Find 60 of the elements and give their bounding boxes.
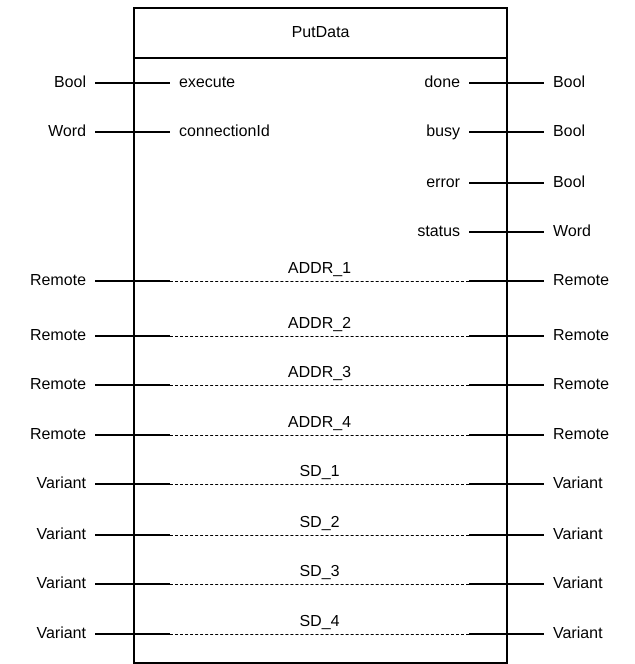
connector-line <box>469 280 544 282</box>
input-pin-label: connectionId <box>170 122 310 142</box>
type-label: Remote <box>544 326 635 346</box>
output-pin-label: busy <box>329 122 469 142</box>
type-label: Variant <box>0 474 95 494</box>
connector-line <box>469 131 544 133</box>
connector-line <box>469 434 544 436</box>
connector-line <box>469 534 544 536</box>
input-pin-label: execute <box>170 73 310 93</box>
output-pin-label: status <box>329 222 469 242</box>
connector-line <box>95 633 170 635</box>
in-out-pin-label: SD_1 <box>170 462 469 485</box>
type-label: Variant <box>544 474 635 494</box>
type-label: Variant <box>544 574 635 594</box>
type-label: Remote <box>0 375 95 395</box>
type-label: Bool <box>544 122 635 142</box>
type-label: Remote <box>0 271 95 291</box>
function-block <box>133 7 508 664</box>
connector-line <box>95 131 170 133</box>
type-label: Word <box>544 222 635 242</box>
connector-line <box>95 82 170 84</box>
in-out-pin-label: ADDR_4 <box>170 413 469 436</box>
in-out-pin-label: ADDR_3 <box>170 363 469 386</box>
output-pin-label: done <box>329 73 469 93</box>
connector-line <box>95 335 170 337</box>
type-label: Bool <box>544 173 635 193</box>
connector-line <box>95 280 170 282</box>
type-label: Remote <box>0 326 95 346</box>
connector-line <box>95 534 170 536</box>
connector-line <box>469 483 544 485</box>
connector-line <box>95 583 170 585</box>
in-out-pin-label: ADDR_2 <box>170 314 469 337</box>
in-out-pin-label: SD_4 <box>170 612 469 635</box>
type-label: Bool <box>0 73 95 93</box>
type-label: Remote <box>544 425 635 445</box>
type-label: Variant <box>0 624 95 644</box>
type-label: Remote <box>0 425 95 445</box>
connector-line <box>95 434 170 436</box>
type-label: Bool <box>544 73 635 93</box>
block-title: PutData <box>135 9 506 59</box>
type-label: Remote <box>544 271 635 291</box>
type-label: Word <box>0 122 95 142</box>
type-label: Variant <box>0 525 95 545</box>
type-label: Remote <box>544 375 635 395</box>
connector-line <box>469 182 544 184</box>
connector-line <box>95 483 170 485</box>
connector-line <box>469 335 544 337</box>
in-out-pin-label: SD_3 <box>170 562 469 585</box>
type-label: Variant <box>0 574 95 594</box>
connector-line <box>95 384 170 386</box>
type-label: Variant <box>544 525 635 545</box>
connector-line <box>469 82 544 84</box>
connector-line <box>469 583 544 585</box>
connector-line <box>469 633 544 635</box>
type-label: Variant <box>544 624 635 644</box>
connector-line <box>469 384 544 386</box>
in-out-pin-label: SD_2 <box>170 513 469 536</box>
connector-line <box>469 231 544 233</box>
in-out-pin-label: ADDR_1 <box>170 259 469 282</box>
output-pin-label: error <box>329 173 469 193</box>
